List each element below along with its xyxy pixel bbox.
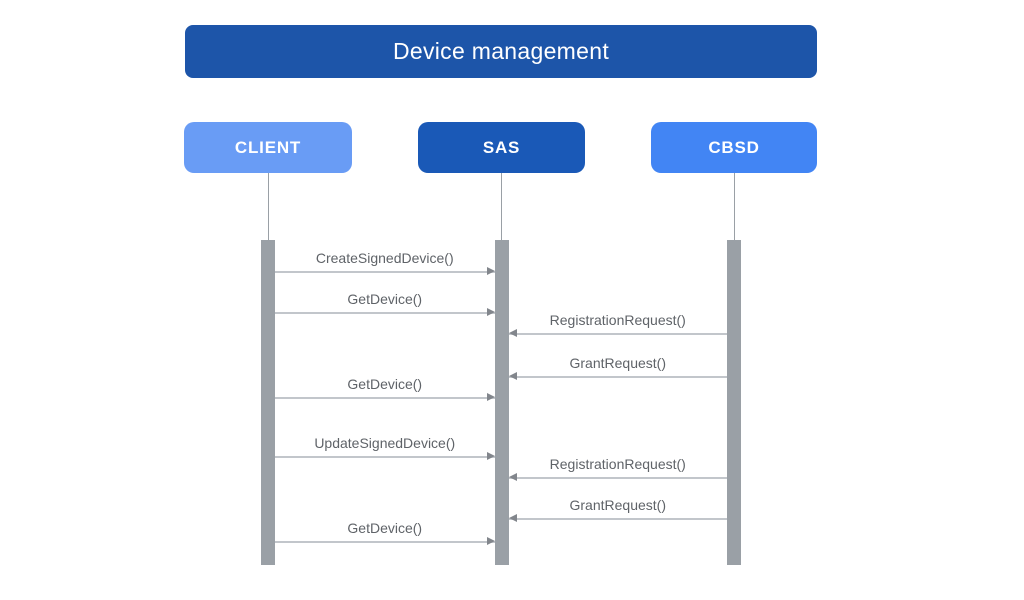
arrowhead-icon (508, 514, 517, 522)
message-label: RegistrationRequest() (549, 312, 686, 328)
lifeline-sas (501, 173, 502, 240)
arrowhead-icon (508, 372, 517, 380)
message-arrow (508, 518, 727, 520)
message-label: GetDevice() (347, 291, 423, 307)
message-arrow (508, 376, 727, 378)
arrowhead-icon (508, 329, 517, 337)
arrowhead-icon (508, 473, 517, 481)
message-label: GetDevice() (347, 520, 423, 536)
activation-bar-sas (494, 240, 509, 565)
activation-bar-client (261, 240, 275, 565)
message-label: GrantRequest() (569, 497, 666, 513)
message-label: CreateSignedDevice() (315, 250, 454, 266)
arrowhead-icon (486, 267, 495, 275)
actor-label-client: CLIENT (234, 137, 302, 157)
message-arrow (508, 477, 727, 479)
message-arrow (275, 271, 495, 273)
message-label: UpdateSignedDevice() (314, 435, 456, 451)
message-arrow (275, 541, 495, 543)
actor-box-sas: SAS (418, 122, 585, 173)
arrowhead-icon (486, 308, 495, 316)
message-arrow (275, 456, 495, 458)
message-arrow (275, 312, 495, 314)
lifeline-cbsd (733, 173, 735, 240)
message-arrow (508, 333, 727, 335)
message-label: GetDevice() (347, 376, 423, 392)
actor-label-sas: SAS (482, 137, 521, 157)
diagram-title-bar: Device management (185, 25, 817, 78)
arrowhead-icon (486, 393, 495, 401)
actor-label-cbsd: CBSD (708, 137, 760, 157)
arrowhead-icon (486, 452, 495, 460)
message-arrow (275, 397, 495, 399)
activation-bar-cbsd (727, 240, 741, 565)
message-label: RegistrationRequest() (549, 456, 686, 472)
diagram-title: Device management (392, 38, 610, 64)
actor-box-cbsd: CBSD (651, 122, 817, 173)
actor-box-client: CLIENT (184, 122, 352, 173)
message-label: GrantRequest() (569, 355, 666, 371)
lifeline-client (267, 173, 269, 240)
arrowhead-icon (486, 537, 495, 545)
